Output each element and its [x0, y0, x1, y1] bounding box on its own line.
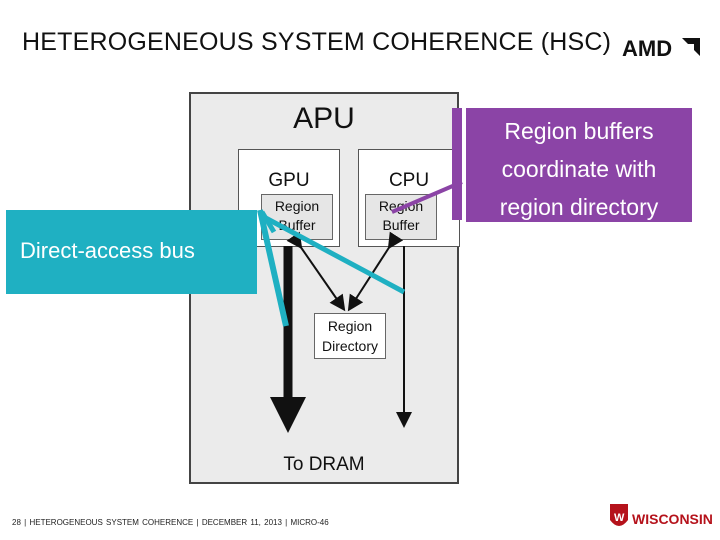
amd-logo: AMD [622, 36, 700, 60]
region-buffer-label-line1: Region [378, 198, 424, 214]
amd-arrow-icon [682, 38, 700, 56]
cpu-region-buffer: Region Buffer [365, 194, 437, 240]
svg-text:W: W [614, 512, 625, 524]
gpu-region-buffer: Region Buffer [261, 194, 333, 240]
region-buffers-callout: Region buffers coordinate with region di… [466, 108, 692, 222]
amd-logo-text: AMD [622, 36, 672, 60]
crest-icon [610, 504, 628, 526]
dram-label: To DRAM [283, 454, 365, 475]
gpu-label: GPU [268, 170, 310, 191]
page-number: 28 [12, 518, 21, 527]
region-buffer-label-line1: Region [274, 198, 320, 214]
region-directory-label-line1: Region [327, 318, 373, 334]
region-buffers-text-line3: region directory [499, 194, 659, 220]
slide-title: HETEROGENEOUS SYSTEM COHERENCE (HSC) [22, 28, 612, 56]
region-buffers-text-line1: Region buffers [504, 118, 654, 144]
wisconsin-logo: W WISCONSIN [610, 504, 713, 527]
direct-access-text: Direct-access bus [20, 238, 195, 263]
footer-topic: HETEROGENEOUS SYSTEM COHERENCE [29, 518, 194, 527]
direct-access-callout: Direct-access bus [6, 210, 257, 294]
region-directory: Region Directory [314, 313, 386, 359]
cpu-block: CPU Region Buffer [358, 149, 460, 247]
apu-label: APU [293, 102, 355, 135]
region-directory-label-line2: Directory [321, 338, 378, 354]
footer-date: DECEMBER 11, 2013 [201, 518, 282, 527]
region-buffer-label-line2: Buffer [278, 217, 316, 233]
footer-venue: MICRO-46 [290, 518, 329, 527]
cpu-label: CPU [388, 170, 430, 191]
slide-footer: 28 | HETEROGENEOUS SYSTEM COHERENCE | DE… [12, 518, 329, 527]
region-buffer-label-line2: Buffer [382, 217, 420, 233]
wisconsin-logo-text: WISCONSIN [632, 511, 713, 527]
region-buffers-text-line2: coordinate with [501, 156, 657, 182]
